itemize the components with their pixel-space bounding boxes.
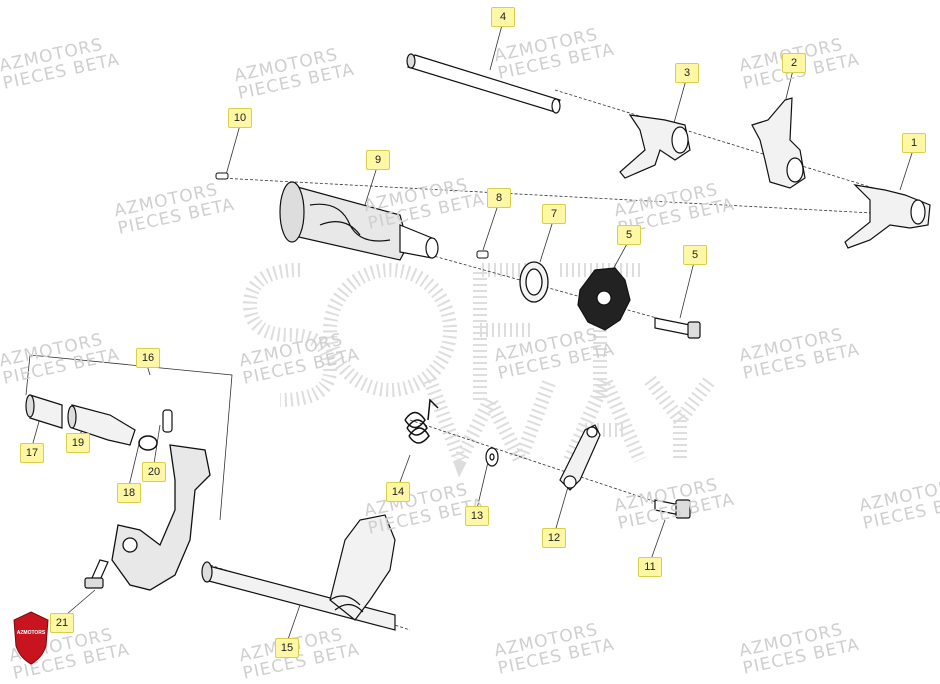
callout-19[interactable]: 19 bbox=[66, 433, 90, 453]
pin-10 bbox=[215, 172, 229, 180]
lever-12 bbox=[559, 424, 601, 491]
azmotors-shield-logo: AZMOTORS bbox=[13, 611, 49, 665]
pedal-rubber-17 bbox=[25, 394, 63, 429]
pin-8 bbox=[476, 250, 489, 259]
callout-8[interactable]: 8 bbox=[487, 188, 511, 208]
callout-9[interactable]: 9 bbox=[366, 150, 390, 170]
shift-shaft bbox=[201, 514, 396, 631]
fork-shaft bbox=[406, 53, 561, 114]
pedal-sleeve-19 bbox=[67, 404, 136, 446]
callout-7[interactable]: 7 bbox=[542, 204, 566, 224]
callout-5[interactable]: 5 bbox=[683, 245, 707, 265]
screw-11 bbox=[654, 499, 691, 519]
callout-17[interactable]: 17 bbox=[20, 443, 44, 463]
svg-text:AZMOTORS: AZMOTORS bbox=[17, 630, 46, 636]
callout-21[interactable]: 21 bbox=[50, 613, 74, 633]
callout-10[interactable]: 10 bbox=[228, 108, 252, 128]
spring-14 bbox=[404, 398, 439, 444]
bearing-7 bbox=[519, 261, 549, 303]
callout-12[interactable]: 12 bbox=[542, 528, 566, 548]
callout-11[interactable]: 11 bbox=[638, 557, 662, 577]
pin-20 bbox=[162, 409, 173, 433]
shift-fork-1 bbox=[844, 184, 931, 249]
shift-drum bbox=[279, 181, 439, 261]
callout-4[interactable]: 4 bbox=[491, 7, 515, 27]
callout-16[interactable]: 16 bbox=[136, 348, 160, 368]
screw-21 bbox=[84, 559, 109, 589]
washer-13 bbox=[485, 447, 499, 467]
shift-fork-3 bbox=[619, 114, 691, 179]
callout-20[interactable]: 20 bbox=[142, 462, 166, 482]
callout-2[interactable]: 2 bbox=[782, 53, 806, 73]
star-cam bbox=[577, 267, 631, 331]
callout-3[interactable]: 3 bbox=[675, 63, 699, 83]
shift-fork-2 bbox=[751, 97, 806, 189]
callout-lines bbox=[25, 24, 914, 646]
callout-13[interactable]: 13 bbox=[465, 506, 489, 526]
callout-14[interactable]: 14 bbox=[386, 482, 410, 502]
o-ring-18 bbox=[138, 435, 158, 451]
callout-18[interactable]: 18 bbox=[117, 483, 141, 503]
callout-6[interactable]: 5 bbox=[617, 225, 641, 245]
screw-5 bbox=[654, 317, 701, 339]
gear-pedal bbox=[111, 444, 211, 591]
callout-1[interactable]: 1 bbox=[902, 133, 926, 153]
callout-15[interactable]: 15 bbox=[275, 638, 299, 658]
